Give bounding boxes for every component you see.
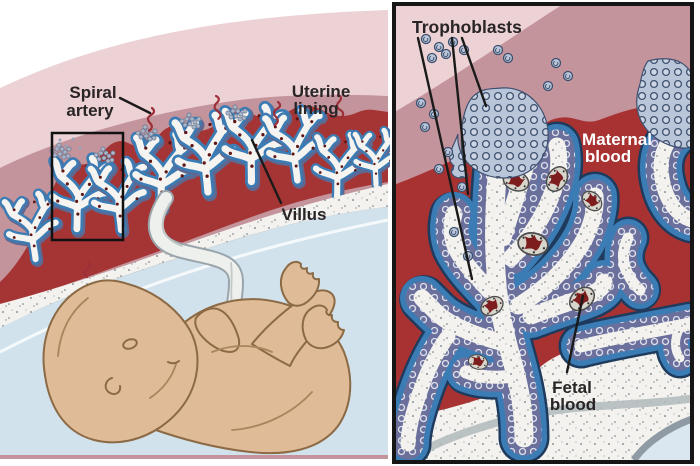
amnion-membrane (0, 218, 389, 354)
trophoblast-pointer-lines (416, 36, 488, 281)
fetal-blood-label-line1: Fetal (552, 378, 592, 397)
villus-label: Villus (281, 205, 326, 224)
fetus-mouth (167, 360, 180, 365)
uterus-overview-illustration: Spiral artery Uterine lining Villus (0, 10, 390, 460)
plate-gray-band (403, 394, 690, 460)
left-panel-uterus-overview: Spiral artery Uterine lining Villus (0, 10, 390, 460)
fetus-ear (104, 377, 122, 396)
uterine-lining-label-line2: lining (293, 99, 338, 118)
fetus-eye (122, 338, 138, 350)
villus-pointer-line (250, 138, 283, 205)
fetus (42, 260, 352, 455)
spiral-artery-label-line1: Spiral (69, 83, 116, 102)
fetus-arm (194, 307, 241, 353)
fetus-foot-lower (301, 304, 345, 350)
right-panel-placental-closeup: Trophoblasts Maternal blood Fetal blood (392, 2, 694, 464)
fetus-cheek-contour (149, 363, 177, 399)
maternal-blood-label-line1: Maternal (582, 130, 652, 149)
fetus-foot-upper (280, 260, 321, 307)
fetus-skull-contour (57, 297, 89, 357)
chorionic-villi-trees (0, 100, 390, 268)
chorionic-plate (0, 184, 388, 330)
fetal-blood-label-line2: blood (550, 395, 596, 414)
amniotic-wedge-border (631, 416, 690, 460)
trophoblast-cluster-topright (636, 58, 690, 149)
fetal-blood-pointer-line (565, 294, 585, 374)
fetus-belly-contour (231, 391, 313, 431)
spiral-arteries (83, 93, 345, 287)
uterine-lining-label-line1: Uterine (292, 82, 351, 101)
spiral-artery-pointer-line (118, 96, 152, 115)
amniotic-wedge (634, 419, 690, 460)
trophoblast-clusters (449, 58, 690, 179)
maternal-blood-label-line2: blood (585, 147, 631, 166)
spiral-artery-label-line2: artery (66, 101, 114, 120)
inset-zoom-box (50, 131, 125, 242)
fetus-head (42, 279, 199, 444)
placental-closeup-illustration: Trophoblasts Maternal blood Fetal blood (396, 6, 690, 460)
trophoblasts-label: Trophoblasts (412, 17, 522, 37)
fetus-chest-contour (211, 345, 273, 353)
trophoblast-cluster-main (449, 87, 549, 179)
